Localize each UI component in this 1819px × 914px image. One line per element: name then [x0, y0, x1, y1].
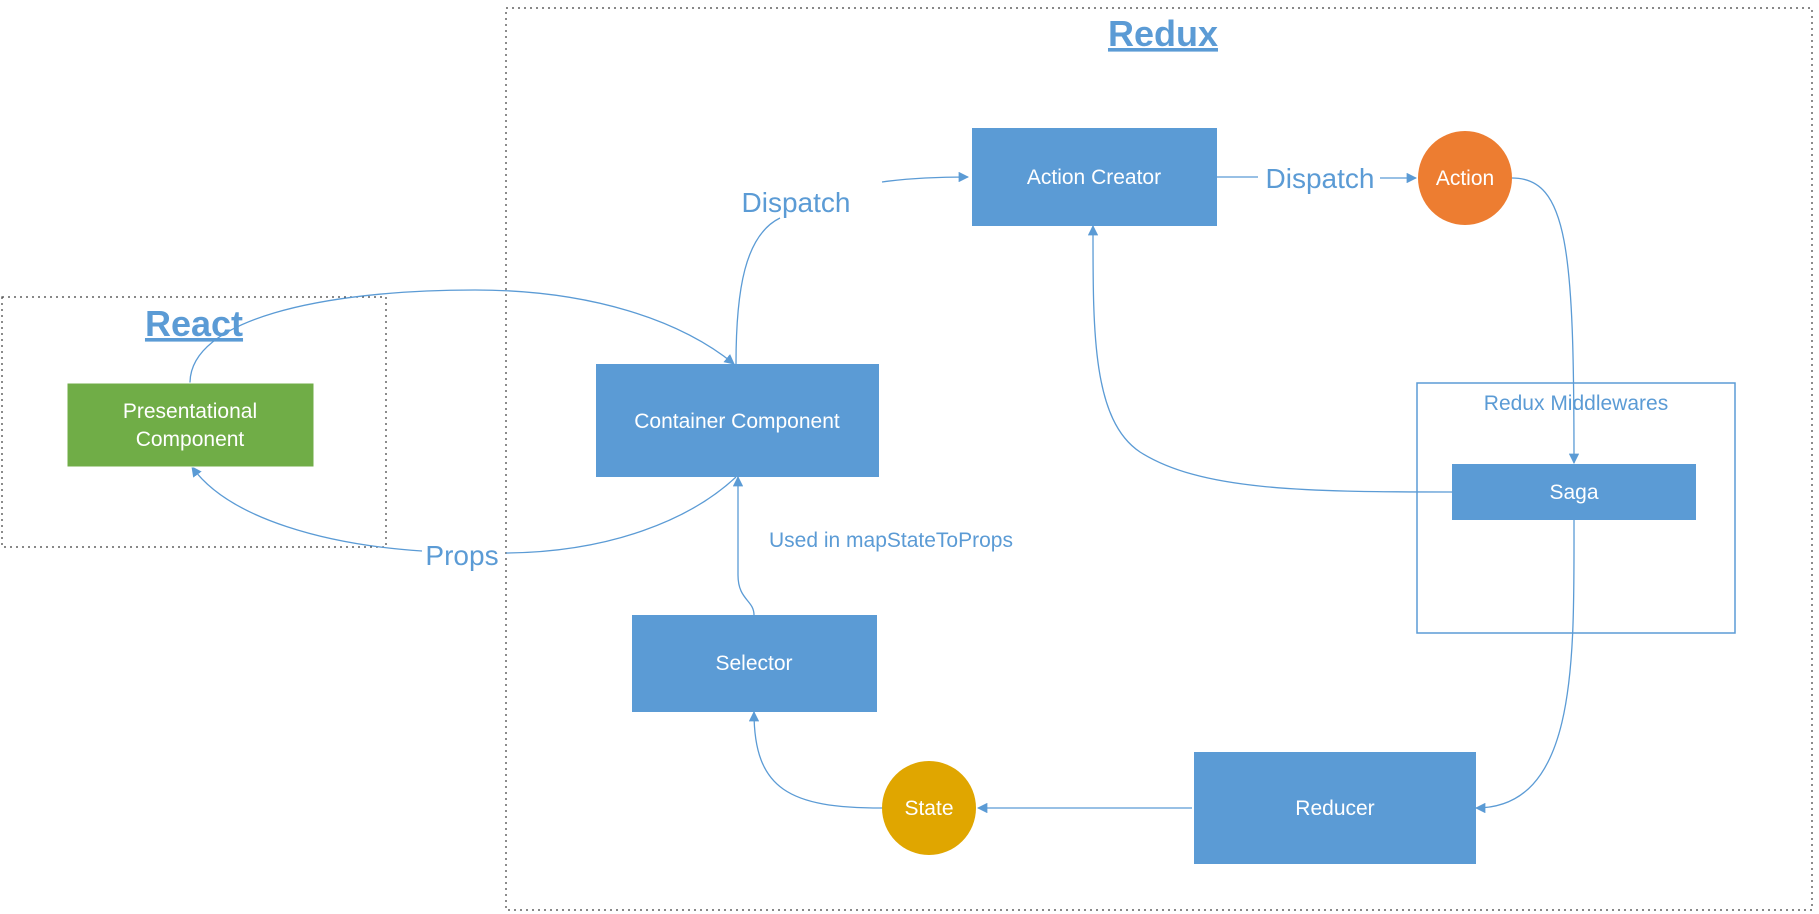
container-label: Container Component	[634, 410, 840, 433]
react-title: React	[145, 303, 243, 344]
edge-saga-to-reducer	[1474, 519, 1575, 814]
middlewares-title: Redux Middlewares	[1484, 392, 1668, 415]
label-map-state-to-props: Used in mapStateToProps	[769, 529, 1013, 552]
node-saga: Saga	[1452, 464, 1696, 520]
edge-state-to-selector	[748, 710, 883, 809]
edge-creator-to-action	[1216, 177, 1416, 178]
action-label: Action	[1436, 167, 1494, 190]
node-action: Action	[1418, 131, 1512, 225]
selector-label: Selector	[715, 652, 792, 675]
node-container-component: Container Component	[596, 364, 879, 477]
presentational-label-line1: Presentational	[123, 400, 257, 423]
reducer-label: Reducer	[1295, 797, 1374, 820]
redux-title: Redux	[1108, 13, 1218, 54]
node-state: State	[882, 761, 976, 855]
connectors	[189, 177, 1580, 814]
react-region	[1, 296, 387, 548]
node-presentational-component: Presentational Component	[66, 382, 315, 468]
node-selector: Selector	[632, 615, 877, 712]
edge-selector-to-container	[732, 475, 755, 616]
label-props: Props	[425, 540, 498, 571]
edge-saga-to-creator	[1087, 224, 1453, 493]
state-label: State	[904, 797, 953, 820]
edge-action-to-saga	[1511, 177, 1580, 465]
edge-container-to-creator	[735, 177, 968, 365]
edge-container-to-presentational	[192, 467, 737, 554]
action-creator-label: Action Creator	[1027, 166, 1161, 189]
edge-presentational-to-container	[189, 289, 735, 384]
presentational-label-line2: Component	[136, 428, 245, 451]
node-reducer: Reducer	[1194, 752, 1476, 864]
label-dispatch-to-creator: Dispatch	[742, 187, 851, 218]
node-action-creator: Action Creator	[972, 128, 1217, 226]
label-dispatch-to-action: Dispatch	[1266, 163, 1375, 194]
saga-label: Saga	[1549, 481, 1598, 504]
middlewares-region	[1416, 382, 1736, 634]
